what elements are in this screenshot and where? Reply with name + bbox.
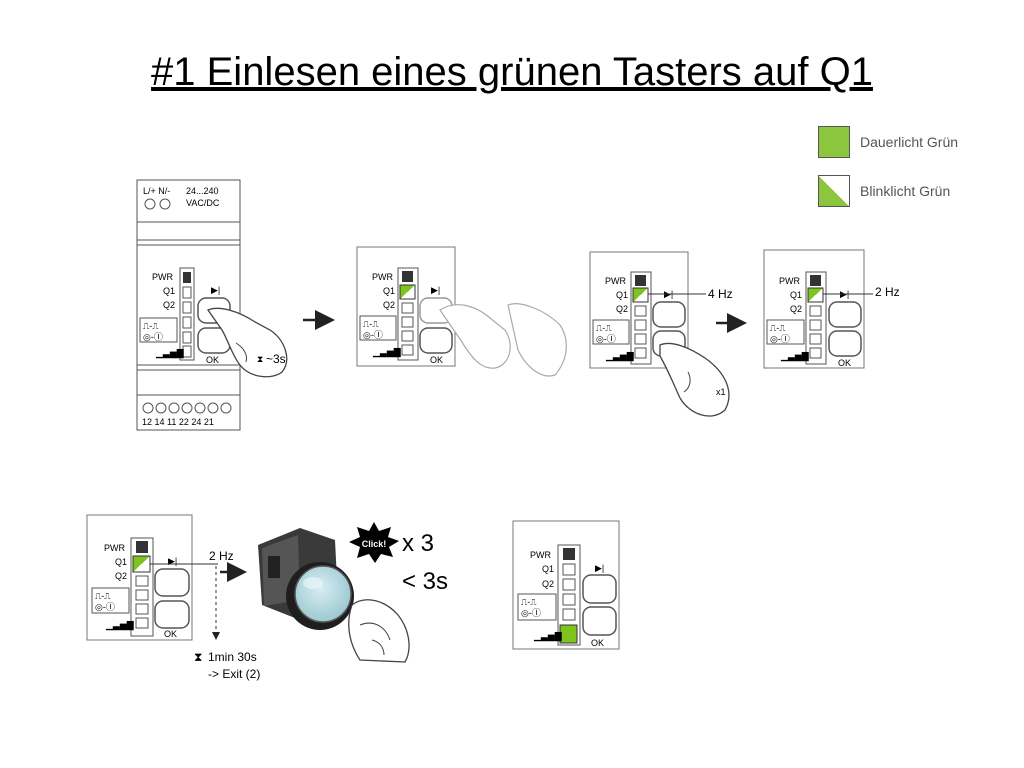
pushbutton-icon (258, 528, 354, 630)
exit-label: -> Exit (2) (208, 667, 260, 681)
supply-voltage-label: 24...240 (186, 186, 219, 196)
led-label-q1: Q1 (115, 557, 127, 567)
mode-icon: ◎-Ⓘ (143, 332, 163, 342)
signal-bars-icon: ▁▃▅▇ (780, 351, 810, 362)
relay-mode-icon: ⎍-⎍ (596, 323, 612, 333)
click-time-label: < 3s (402, 568, 448, 595)
led-label-q1: Q1 (542, 564, 554, 574)
click-starburst-icon: Click! (349, 522, 399, 563)
relay-mode-icon: ⎍-⎍ (95, 591, 111, 601)
relay-mode-icon: ⎍-⎍ (143, 321, 159, 331)
legend-item-steady: Dauerlicht Grün (818, 125, 958, 159)
led-label-q1: Q1 (616, 290, 628, 300)
led-label-pwr: PWR (152, 272, 173, 282)
ok-label: OK (206, 355, 219, 365)
device-panel-2: PWR Q1 Q2 ▶| OK ⎍-⎍ ◎-Ⓘ ▁▃▅▇ (356, 246, 456, 367)
ok-label: OK (164, 629, 177, 639)
relay-mode-icon: ⎍-⎍ (363, 319, 379, 329)
hand-press-button-icon (348, 599, 410, 663)
play-icon: ▶| (431, 285, 440, 295)
mode-icon: ◎-Ⓘ (770, 334, 790, 344)
frequency-label: 2 Hz (875, 285, 900, 299)
led-label-pwr: PWR (530, 550, 551, 560)
device-panel-3: PWR Q1 Q2 ▶| OK ⎍-⎍ ◎-Ⓘ ▁▃▅▇ 4 Hz (589, 251, 733, 369)
led-label-q1: Q1 (383, 286, 395, 296)
legend-item-blinking: Blinklicht Grün (818, 174, 950, 208)
frequency-label: 2 Hz (209, 549, 234, 563)
hourglass-icon: ⧗ (194, 650, 202, 664)
led-label-q2: Q2 (163, 300, 175, 310)
press-count-label: x1 (716, 387, 726, 397)
device-panel-5: PWR Q1 Q2 ▶| OK ⎍-⎍ ◎-Ⓘ ▁▃▅▇ 2 Hz (86, 514, 234, 641)
led-label-pwr: PWR (104, 543, 125, 553)
ok-label: OK (591, 638, 604, 648)
click-count-label: x 3 (402, 530, 434, 557)
hand-press-icon (207, 307, 288, 378)
hand-release-icon (439, 303, 567, 377)
signal-bars-icon: ▁▃▅▇ (605, 351, 635, 362)
play-icon: ▶| (595, 563, 604, 573)
legend-label: Blinklicht Grün (860, 183, 951, 199)
timeout-label: 1min 30s (208, 650, 257, 664)
bottom-terminal-labels: 12 14 11 22 24 21 (142, 417, 214, 427)
ok-label: OK (430, 355, 443, 365)
half-green-square-icon (818, 175, 850, 207)
led-label-q2: Q2 (115, 571, 127, 581)
signal-bars-icon: ▁▃▅▇ (372, 347, 402, 358)
mode-icon: ◎-Ⓘ (95, 602, 115, 612)
ok-label: OK (838, 358, 851, 368)
click-badge-label: Click! (362, 539, 387, 549)
mode-icon: ◎-Ⓘ (363, 330, 383, 340)
hourglass-icon: ⧗ (257, 354, 263, 364)
signal-bars-icon: ▁▃▅▇ (533, 631, 563, 642)
led-label-pwr: PWR (779, 276, 800, 286)
device-panel-6: PWR Q1 Q2 ▶| OK ⎍-⎍ ◎-Ⓘ ▁▃▅▇ (512, 520, 620, 650)
led-label-q1: Q1 (790, 290, 802, 300)
solid-green-square-icon (818, 126, 850, 158)
press-time-label: ~3s (266, 352, 286, 366)
signal-bars-icon: ▁▃▅▇ (105, 620, 135, 631)
led-label-q2: Q2 (790, 304, 802, 314)
signal-bars-icon: ▁▃▅▇ (155, 348, 185, 359)
device-full: L/+ N/- 24...240 VAC/DC PWR Q1 Q2 ▶| OK … (136, 179, 241, 431)
led-label-q1: Q1 (163, 286, 175, 296)
mode-icon: ◎-Ⓘ (521, 608, 541, 618)
device-panel-4: PWR Q1 Q2 ▶| OK ⎍-⎍ ◎-Ⓘ ▁▃▅▇ 2 Hz (763, 249, 900, 369)
bottom-terminal-screws (142, 402, 232, 414)
mode-icon: ◎-Ⓘ (596, 334, 616, 344)
led-label-q2: Q2 (542, 579, 554, 589)
frequency-label: 4 Hz (708, 287, 733, 301)
relay-mode-icon: ⎍-⎍ (770, 323, 786, 333)
play-icon: ▶| (211, 285, 220, 295)
led-label-pwr: PWR (605, 276, 626, 286)
supply-voltage-label: VAC/DC (186, 198, 220, 208)
relay-mode-icon: ⎍-⎍ (521, 597, 537, 607)
legend-label: Dauerlicht Grün (860, 134, 959, 150)
hand-press-ok-icon (659, 342, 730, 417)
led-label-q2: Q2 (616, 304, 628, 314)
led-label-q2: Q2 (383, 300, 395, 310)
led-label-pwr: PWR (372, 272, 393, 282)
play-icon: ▶| (168, 556, 177, 566)
page-title: #1 Einlesen eines grünen Tasters auf Q1 (151, 50, 873, 94)
supply-terminal-label: L/+ N/- (143, 186, 170, 196)
